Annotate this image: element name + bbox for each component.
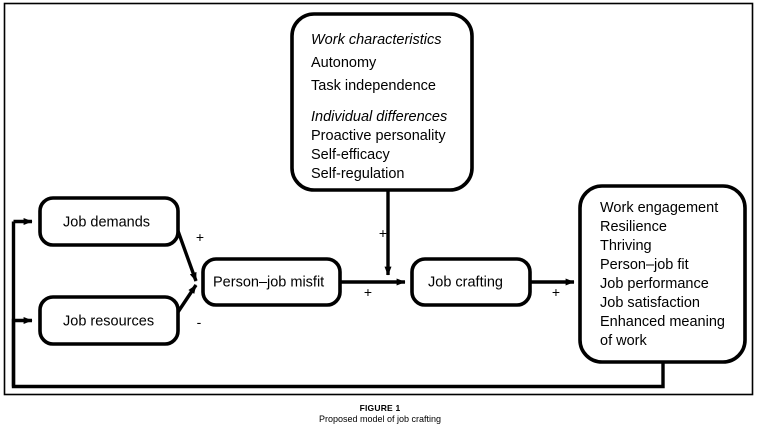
moderators-box[interactable]: [290, 12, 474, 192]
moderators-line-4: Individual differences: [311, 109, 447, 125]
person-job-misfit-label: Person–job misfit: [213, 274, 324, 290]
outcomes-line-7: of work: [600, 333, 647, 349]
outcomes-line-6: Enhanced meaning: [600, 314, 725, 330]
outcomes-line-3: Person–job fit: [600, 257, 689, 273]
outcomes-line-0: Work engagement: [600, 200, 718, 216]
feedback-loop-trunk: [11, 221, 665, 389]
outcomes-box[interactable]: [578, 184, 747, 364]
sign-crafting-to-outcomes: +: [552, 284, 560, 300]
outcomes-line-2: Thriving: [600, 238, 652, 254]
job-demands-label: Job demands: [63, 214, 150, 230]
moderators-line-1: Autonomy: [311, 55, 377, 71]
sign-demands-to-misfit: +: [196, 229, 204, 245]
job-demands-box[interactable]: [38, 196, 180, 247]
outcomes-line-5: Job satisfaction: [600, 295, 700, 311]
figure-border: [3, 2, 754, 396]
person-job-misfit-box[interactable]: [201, 257, 342, 307]
figure-caption-subtitle: Proposed model of job crafting: [318, 414, 442, 424]
job-crafting-label: Job crafting: [428, 274, 503, 290]
figure-caption-title: FIGURE 1: [359, 403, 401, 413]
moderators-line-5: Proactive personality: [311, 128, 446, 144]
moderators-line-2: Task independence: [311, 78, 436, 94]
job-crafting-box[interactable]: [410, 257, 532, 307]
edge-demands-to-misfit: [176, 230, 198, 282]
outcomes-line-4: Job performance: [600, 276, 709, 292]
job-resources-label: Job resources: [63, 313, 154, 329]
job-resources-box[interactable]: [38, 295, 180, 346]
moderators-line-6: Self-efficacy: [311, 147, 390, 163]
sign-misfit-to-crafting: +: [364, 284, 372, 300]
outcomes-line-1: Resilience: [600, 219, 667, 235]
edge-resources-to-misfit: [176, 284, 198, 313]
moderators-line-7: Self-regulation: [311, 166, 405, 182]
figure-caption: FIGURE 1 Proposed model of job crafting: [0, 403, 760, 425]
feedback-branch-to-job-resources: [11, 317, 33, 387]
sign-resources-to-misfit: -: [197, 314, 202, 330]
sign-moderator-to-path: +: [379, 225, 387, 241]
moderators-line-0: Work characteristics: [311, 32, 442, 48]
